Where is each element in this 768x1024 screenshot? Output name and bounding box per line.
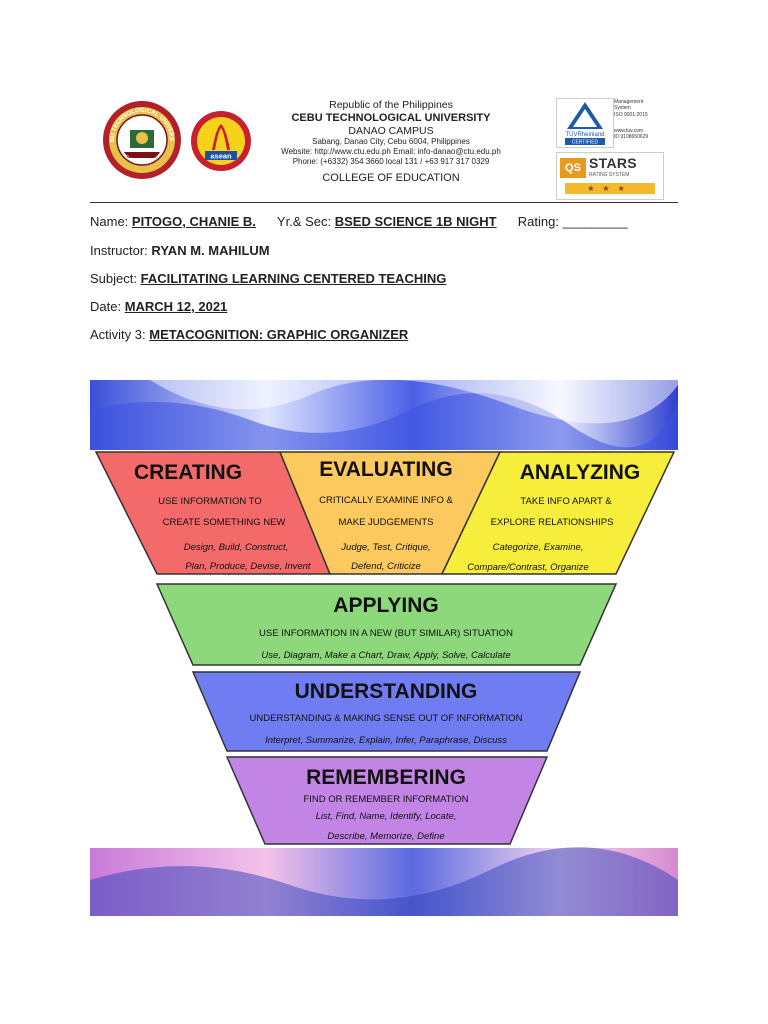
tuv-info-line: System: [614, 105, 631, 112]
creating-desc-2: CREATE SOMETHING NEW: [163, 517, 286, 528]
instructor-line: Instructor: RYAN M. MAHILUM: [90, 243, 270, 258]
college-name: COLLEGE OF EDUCATION: [322, 172, 460, 185]
tuv-certification-badge: TÜVRheinland CERTIFIED Management System…: [556, 98, 664, 148]
date-label: Date:: [90, 299, 125, 314]
creating-title: CREATING: [134, 461, 242, 484]
rating-blank: _________: [562, 214, 628, 229]
tuv-brand: TÜVRheinland: [565, 131, 604, 138]
instructor-value: RYAN M. MAHILUM: [151, 243, 270, 258]
rating-label: Rating:: [517, 214, 563, 229]
instructor-label: Instructor:: [90, 243, 152, 258]
republic-line: Republic of the Philippines: [329, 99, 453, 111]
applying-examples: Use, Diagram, Make a Chart, Draw, Apply,…: [261, 650, 510, 661]
creating-examples-1: Design, Build, Construct,: [184, 542, 289, 553]
campus-name: DANAO CAMPUS: [348, 124, 434, 137]
address-line: Sabang, Danao City, Cebu 6004, Philippin…: [312, 137, 470, 147]
activity-line: Activity 3: METACOGNITION: GRAPHIC ORGAN…: [90, 327, 408, 342]
activity-label: Activity 3:: [90, 327, 150, 342]
applying-title: APPLYING: [333, 594, 438, 617]
contact-line: Website: http://www.ctu.edu.ph Email: in…: [281, 146, 501, 156]
yrsec-value: BSED SCIENCE 1B NIGHT: [334, 214, 497, 229]
qs-subtitle: RATING SYSTEM: [589, 172, 630, 178]
name-line: Name: PITOGO, CHANIE B. Yr.& Sec: BSED S…: [90, 214, 628, 229]
understanding-examples: Interpret, Summarize, Explain, Infer, Pa…: [265, 735, 507, 746]
date-value: MARCH 12, 2021: [124, 299, 228, 314]
creating-examples-2: Plan, Produce, Devise, Invent: [185, 561, 311, 572]
phone-line: Phone: (+6332) 354 3660 local 131 / +63 …: [292, 156, 490, 166]
understanding-block: [191, 671, 582, 752]
yrsec-label: Yr.& Sec:: [276, 214, 335, 229]
date-line: Date: MARCH 12, 2021: [90, 299, 227, 314]
applying-block: [155, 583, 618, 666]
bottom-paint-stroke: [90, 847, 678, 916]
activity-value: METACOGNITION: GRAPHIC ORGANIZER: [149, 327, 409, 342]
name-value: PITOGO, CHANIE B.: [131, 214, 256, 229]
remembering-desc: FIND OR REMEMBER INFORMATION: [303, 794, 468, 805]
evaluating-desc-1: CRITICALLY EXAMINE INFO &: [319, 495, 453, 506]
qs-star-rating: ★★★: [565, 183, 655, 194]
asean-logo-icon: asean: [191, 111, 251, 171]
remembering-block: [225, 756, 549, 845]
letterhead-text: Republic of the Philippines CEBU TECHNOL…: [258, 99, 524, 185]
tuv-info-line: ID 9108650629: [614, 134, 649, 140]
analyzing-examples-2: Compare/Contrast, Organize: [467, 562, 588, 573]
tuv-info-line: Management: [614, 99, 644, 105]
university-name: CEBU TECHNOLOGICAL UNIVERSITY: [291, 111, 491, 124]
subject-value: FACILITATING LEARNING CENTERED TEACHING: [140, 271, 447, 286]
evaluating-title: EVALUATING: [319, 458, 452, 481]
letterhead: CEBU TECHNOLOGICAL UNIVERSITY Cebu, Phil…: [90, 90, 678, 202]
analyzing-block: [440, 451, 676, 575]
top-paint-highlight: [150, 380, 678, 424]
remembering-examples-1: List, Find, Name, Identify, Locate,: [316, 811, 457, 822]
tuv-logo: TÜVRheinland CERTIFIED: [556, 98, 614, 148]
tuv-info-line: www.tuv.com: [614, 127, 644, 134]
tuv-certified: CERTIFIED: [572, 140, 599, 146]
remembering-title: REMEMBERING: [306, 766, 466, 789]
understanding-desc: UNDERSTANDING & MAKING SENSE OUT OF INFO…: [250, 713, 523, 724]
tuv-info-line: ISO 9001:2015: [614, 111, 648, 118]
tuv-info-spacer: [614, 118, 668, 128]
qs-logo: QS: [560, 158, 586, 178]
analyzing-desc-2: EXPLORE RELATIONSHIPS: [491, 517, 614, 528]
qs-stars-badge: QS STARS RATING SYSTEM ★★★: [556, 152, 664, 200]
applying-desc: USE INFORMATION IN A NEW (BUT SIMILAR) S…: [259, 628, 513, 639]
analyzing-title: ANALYZING: [520, 461, 641, 484]
analyzing-desc-1: TAKE INFO APART &: [520, 496, 612, 507]
name-label: Name:: [90, 214, 132, 229]
evaluating-examples-1: Judge, Test, Critique,: [340, 542, 430, 553]
subject-line: Subject: FACILITATING LEARNING CENTERED …: [90, 271, 446, 286]
evaluating-desc-2: MAKE JUDGEMENTS: [338, 517, 433, 528]
understanding-title: UNDERSTANDING: [295, 680, 478, 703]
blooms-taxonomy-graphic: CREATING USE INFORMATION TO CREATE SOMET…: [90, 380, 678, 916]
university-seal-icon: CEBU TECHNOLOGICAL UNIVERSITY Cebu, Phil…: [102, 100, 181, 179]
creating-desc-1: USE INFORMATION TO: [158, 496, 261, 507]
analyzing-examples-1: Categorize, Examine,: [493, 542, 584, 553]
tuv-info: Management System ISO 9001:2015 www.tuv.…: [614, 99, 668, 140]
qs-title: STARS: [589, 155, 637, 171]
asean-text: asean: [210, 152, 232, 161]
subject-label: Subject:: [90, 271, 141, 286]
header-divider: [90, 202, 678, 203]
evaluating-examples-2: Defend, Criticize: [351, 561, 421, 572]
tuv-triangle-icon: TÜVRheinland CERTIFIED: [565, 102, 605, 146]
remembering-examples-2: Describe, Memorize, Define: [327, 831, 444, 842]
